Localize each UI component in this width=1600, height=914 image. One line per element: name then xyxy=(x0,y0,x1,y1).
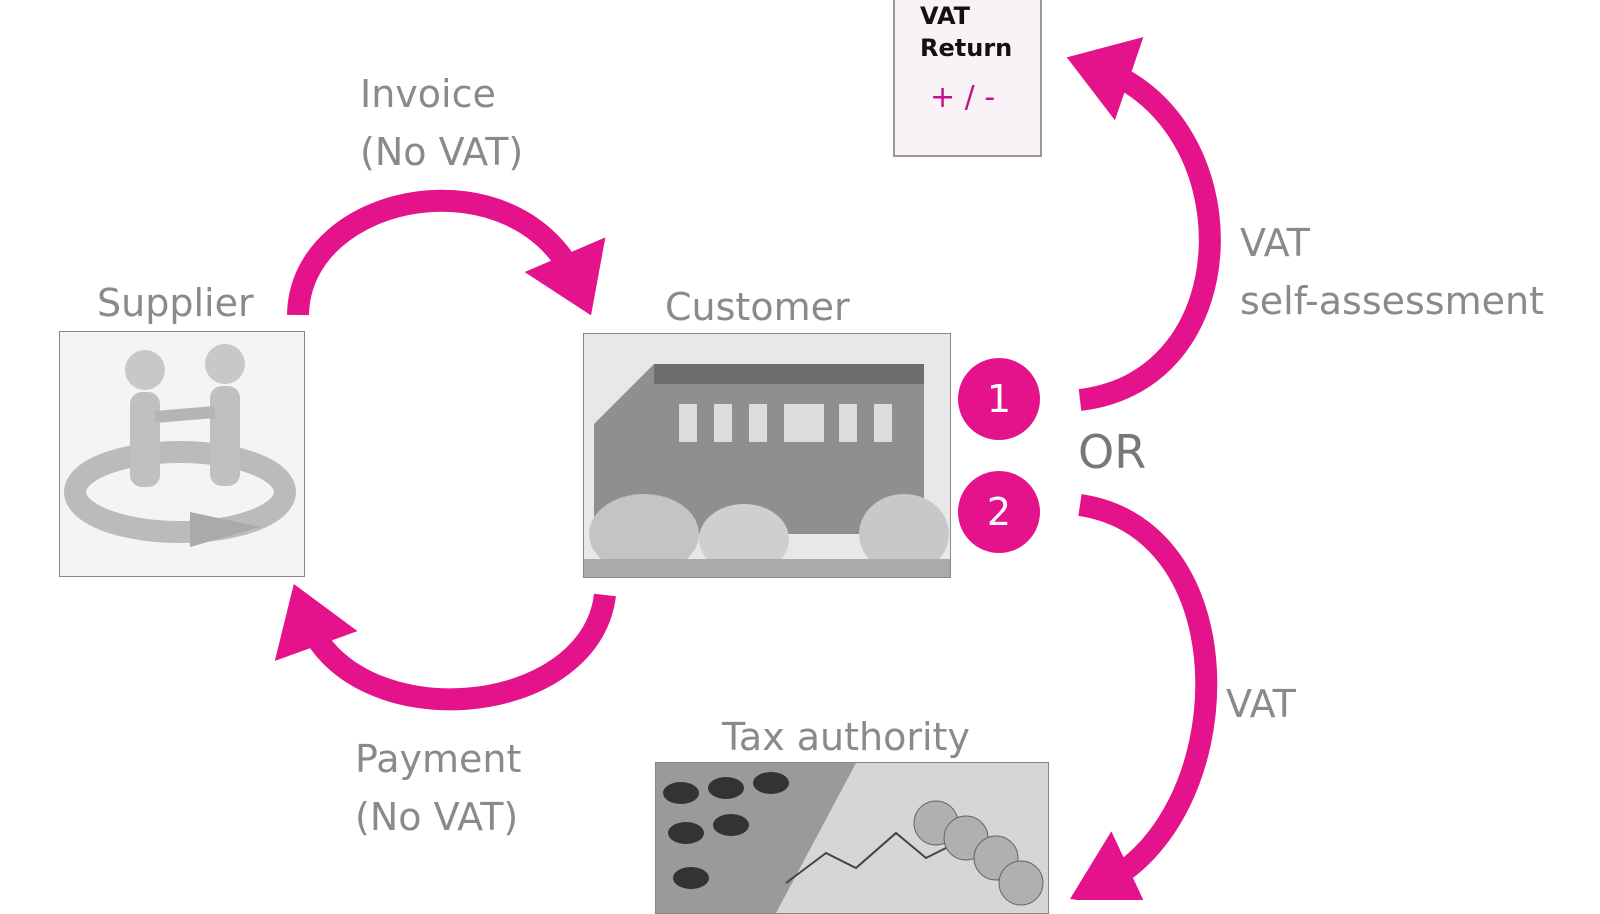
vat-return-line2: Return xyxy=(920,34,1013,62)
payment-label-line2: (No VAT) xyxy=(355,795,519,839)
self-assessment-line1: VAT xyxy=(1240,221,1310,265)
handshake-people-icon xyxy=(64,344,296,547)
customer-image xyxy=(583,333,951,578)
vat-return-line1: VAT xyxy=(920,2,971,30)
or-label: OR xyxy=(1078,425,1147,479)
self-assessment-label: VAT self-assessment xyxy=(1240,214,1544,330)
tax-authority-image xyxy=(655,762,1049,914)
customer-label: Customer xyxy=(665,285,850,329)
self-assessment-arrow xyxy=(1066,37,1221,411)
vat-label: VAT xyxy=(1226,682,1296,726)
supplier-image xyxy=(59,331,305,577)
invoice-label-line1: Invoice xyxy=(360,72,496,116)
option-2-badge: 2 xyxy=(958,471,1040,553)
option-1-badge: 1 xyxy=(958,358,1040,440)
plus-minus-symbol: + / - xyxy=(930,80,996,115)
invoice-label: Invoice (No VAT) xyxy=(360,65,523,181)
payment-label-line1: Payment xyxy=(355,737,522,781)
calculator-coins-icon xyxy=(656,763,1048,913)
building-icon xyxy=(584,334,950,577)
invoice-arrow xyxy=(287,189,606,316)
invoice-label-line2: (No VAT) xyxy=(360,130,524,174)
payment-arrow xyxy=(274,583,616,711)
vat-payment-arrow xyxy=(1070,494,1218,900)
supplier-label: Supplier xyxy=(97,281,254,325)
tax-authority-label: Tax authority xyxy=(722,715,970,759)
vat-return-document: VAT Return + / - xyxy=(893,0,1042,157)
self-assessment-line2: self-assessment xyxy=(1240,279,1544,323)
payment-label: Payment (No VAT) xyxy=(355,730,521,846)
